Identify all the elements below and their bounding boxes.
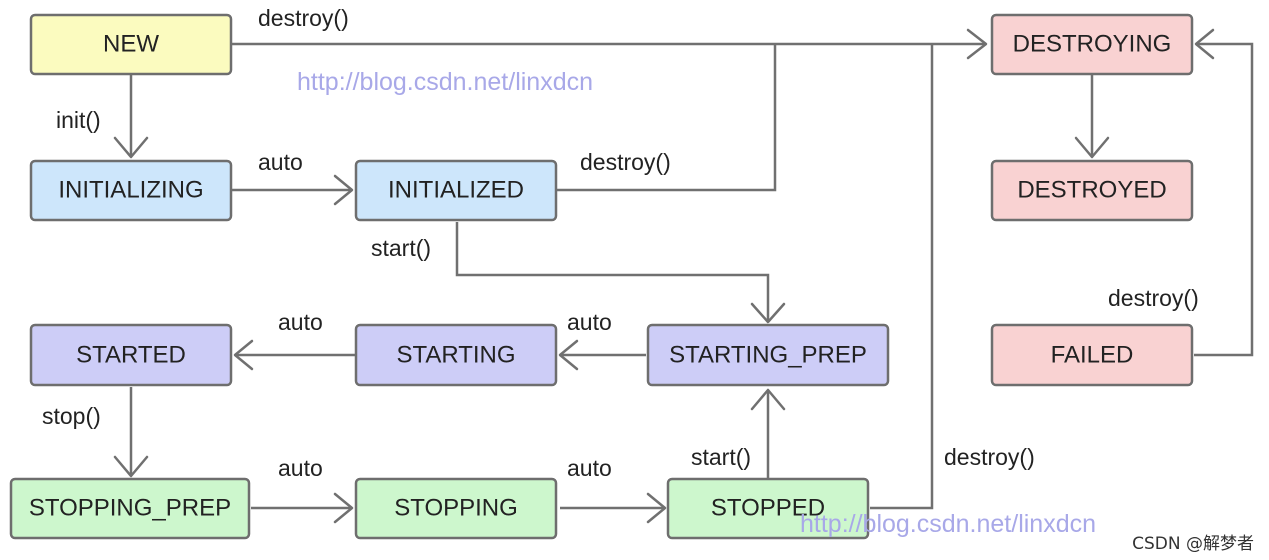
state-stopping: STOPPING: [354, 477, 558, 540]
watermark-bottom: http://blog.csdn.net/linxdcn: [800, 510, 1096, 538]
label-destroy-new: destroy(): [258, 5, 349, 31]
state-destroying-label: DESTROYING: [1013, 31, 1172, 58]
label-destroy-stopped: destroy(): [944, 444, 1035, 470]
arrowhead-start-initialized: [750, 302, 786, 324]
nodes: NEW INITIALIZING INITIALIZED STARTING_PR…: [9, 13, 1194, 540]
arrowhead-destroying-in: [966, 28, 988, 60]
state-initialized: INITIALIZED: [354, 159, 558, 222]
label-auto-init: auto: [258, 149, 303, 175]
state-started: STARTED: [29, 323, 233, 387]
arrowhead-auto-starting-prep: [558, 339, 579, 371]
state-stopped: STOPPED: [666, 477, 870, 540]
state-destroyed: DESTROYED: [990, 159, 1194, 222]
state-new-label: NEW: [103, 31, 159, 58]
label-init: init(): [56, 107, 101, 133]
state-destroying: DESTROYING: [990, 13, 1194, 76]
label-auto-stopping: auto: [567, 455, 612, 481]
arrowhead-auto-starting: [233, 339, 254, 371]
state-starting-prep-label: STARTING_PREP: [669, 342, 867, 369]
state-initializing-label: INITIALIZING: [58, 177, 203, 204]
arrowhead-auto-stopping-prep: [333, 492, 354, 524]
state-starting: STARTING: [354, 323, 558, 387]
state-initializing: INITIALIZING: [29, 159, 233, 222]
arrowhead-destroyed: [1074, 136, 1110, 159]
edge-failed-to-destroying: [1194, 42, 1254, 357]
csdn-credit: CSDN @解梦者: [1132, 534, 1254, 554]
state-starting-label: STARTING: [396, 342, 515, 369]
label-start-initialized: start(): [371, 235, 431, 261]
state-stopped-label: STOPPED: [711, 495, 825, 522]
state-stopping-prep: STOPPING_PREP: [9, 477, 251, 540]
label-destroy-failed: destroy(): [1108, 285, 1199, 311]
state-starting-prep: STARTING_PREP: [646, 323, 890, 387]
arrowhead-start-stopped: [750, 388, 786, 411]
label-auto-starting: auto: [278, 309, 323, 335]
state-new: NEW: [29, 13, 233, 76]
edge-initialized-to-starting-prep: [455, 222, 770, 322]
label-auto-stopping-prep: auto: [278, 455, 323, 481]
state-failed-label: FAILED: [1051, 342, 1134, 369]
state-destroyed-label: DESTROYED: [1017, 177, 1166, 204]
edge-stopped-to-destroying: [870, 44, 934, 510]
edges: [113, 28, 1254, 524]
arrowhead-init: [113, 136, 149, 159]
state-stopping-label: STOPPING: [394, 495, 518, 522]
state-failed: FAILED: [990, 323, 1194, 387]
state-initialized-label: INITIALIZED: [388, 177, 524, 204]
edge-labels: destroy() init() auto destroy() start() …: [42, 5, 1199, 481]
arrowhead-stop: [113, 455, 149, 478]
arrowhead-auto-init: [333, 174, 354, 206]
arrowhead-auto-stopping: [646, 492, 667, 524]
label-auto-starting-prep: auto: [567, 309, 612, 335]
watermark-top: http://blog.csdn.net/linxdcn: [297, 68, 593, 96]
state-started-label: STARTED: [76, 342, 186, 369]
label-destroy-initialized: destroy(): [580, 149, 671, 175]
edge-initialized-to-destroying: [557, 44, 777, 192]
state-stopping-prep-label: STOPPING_PREP: [29, 495, 231, 522]
label-start-stopped: start(): [691, 444, 751, 470]
label-stop: stop(): [42, 403, 101, 429]
arrowhead-failed-destroying: [1194, 28, 1215, 60]
